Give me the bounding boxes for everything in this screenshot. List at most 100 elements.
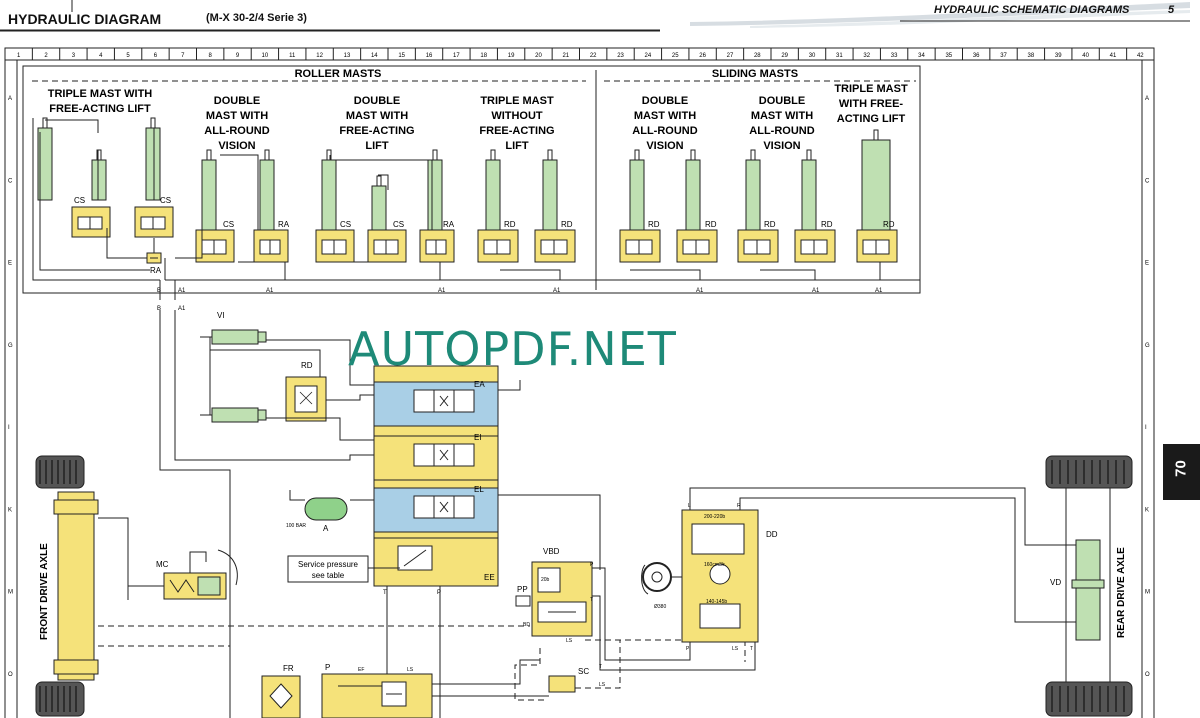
column-number: 21 [562,53,569,59]
spool-arrows [439,449,449,461]
cylinder-rod [326,149,332,161]
header-swoosh-decoration [690,2,1190,28]
mast4-title-line: LIFT [505,140,528,152]
pp-label: PP [517,585,528,594]
rd-label: RD [764,220,776,229]
mast2-title-line: DOUBLE [214,95,260,107]
port-r-label: R [737,503,741,509]
ra-label: RA [443,220,455,229]
cylinder-rod [42,117,48,129]
column-number: 24 [645,53,652,59]
column-number: 5 [126,53,130,59]
rd-flow-divider: RD [285,361,327,422]
lift-cylinder [427,159,443,231]
roller-masts-label: ROLLER MASTS [295,68,382,80]
row-letter: O [8,672,13,678]
rear-drive-axle: VD REAR DRIVE AXLE [1045,455,1133,717]
shuttle-valve-sc: SC T LS [548,664,606,693]
front-drive-axle: FRONT DRIVE AXLE [35,455,129,717]
ei-label: EI [474,433,482,442]
control-valve-stack: EA EI EL EE T P [373,365,499,596]
mast3-title-line: FREE-ACTING [339,125,414,137]
lift-cylinder [145,127,161,201]
column-number: 15 [398,53,405,59]
column-number: 16 [426,53,433,59]
cylinder-rod [432,149,438,161]
diagram-title: HYDRAULIC DIAGRAM [8,11,162,27]
mast5-title-line: MAST WITH [634,110,696,122]
lift-cylinder [321,159,337,231]
port-t-label: T [590,597,593,603]
port-t-label: T [383,590,387,596]
row-letter: A [1145,96,1149,102]
port-p-label: P [437,590,441,596]
valve-section-ee [373,537,499,587]
spool-arrows [439,395,449,407]
column-number: 30 [809,53,816,59]
column-number: 8 [209,53,213,59]
column-number: 18 [480,53,487,59]
column-number: 31 [836,53,843,59]
column-number: 14 [371,53,378,59]
mast-valve-blocks [71,206,898,263]
port-a1-label: A1 [696,288,704,294]
column-number: 39 [1055,53,1062,59]
port-ls-label: LS [407,667,414,673]
mc-label: MC [156,560,169,569]
vi-label: VI [217,311,225,320]
rd-label: RD [504,220,516,229]
service-pressure-line: see table [312,571,345,580]
mast4-title-line: TRIPLE MAST [480,95,554,107]
port-ls-label: LS [566,638,573,644]
mast6-title-line: VISION [763,140,800,152]
port-a1-label: A1 [266,288,274,294]
rd-label: RD [561,220,573,229]
port-p-label: P [590,562,594,568]
return-lines [432,659,549,697]
mast3-title-line: LIFT [365,140,388,152]
chapter-tab: 70 [1163,444,1200,500]
cs-label: CS [393,220,404,229]
lift-cylinder [745,159,761,231]
row-letter: A [8,96,12,102]
dd-label: DD [766,530,778,539]
accumulator: 100 BAR A [286,497,348,533]
cylinder-rod [206,149,212,161]
mast4-title-line: FREE-ACTING [479,125,554,137]
mast6-title-line: DOUBLE [759,95,805,107]
lift-cylinder [201,159,217,231]
column-number: 19 [508,53,515,59]
lift-cylinder [91,159,107,201]
brake-valve-vbd: VBD PP 20b BD LS P T [515,547,756,671]
row-letter: I [1145,425,1147,431]
mast-cylinders [37,117,891,231]
ee-label: EE [484,573,495,582]
row-letter: K [1145,507,1149,513]
column-number: 27 [727,53,734,59]
lift-cylinder [259,159,275,231]
column-number: 37 [1000,53,1007,59]
mast2-title-line: VISION [218,140,255,152]
fr-label: FR [283,664,294,673]
column-number: 6 [154,53,158,59]
cs-label: CS [340,220,351,229]
port-ls-label: LS [599,682,606,688]
column-number: 20 [535,53,542,59]
mast5-title-line: DOUBLE [642,95,688,107]
column-number: 10 [262,53,269,59]
port-t-label: T [599,664,602,670]
sc-label: SC [578,667,589,676]
cylinder-rod [96,149,102,161]
column-number: 22 [590,53,597,59]
column-number: 7 [181,53,185,59]
pump-group-p: P EF LS [321,663,433,718]
vbd-label: VBD [543,547,560,556]
steering-diameter-label: Ø380 [654,604,666,610]
cs-label: CS [160,196,171,205]
mast5-title-line: VISION [646,140,683,152]
column-number: 40 [1082,53,1089,59]
rear-axle-label: REAR DRIVE AXLE [1116,547,1127,638]
ra-restrictor-valve [146,252,162,264]
